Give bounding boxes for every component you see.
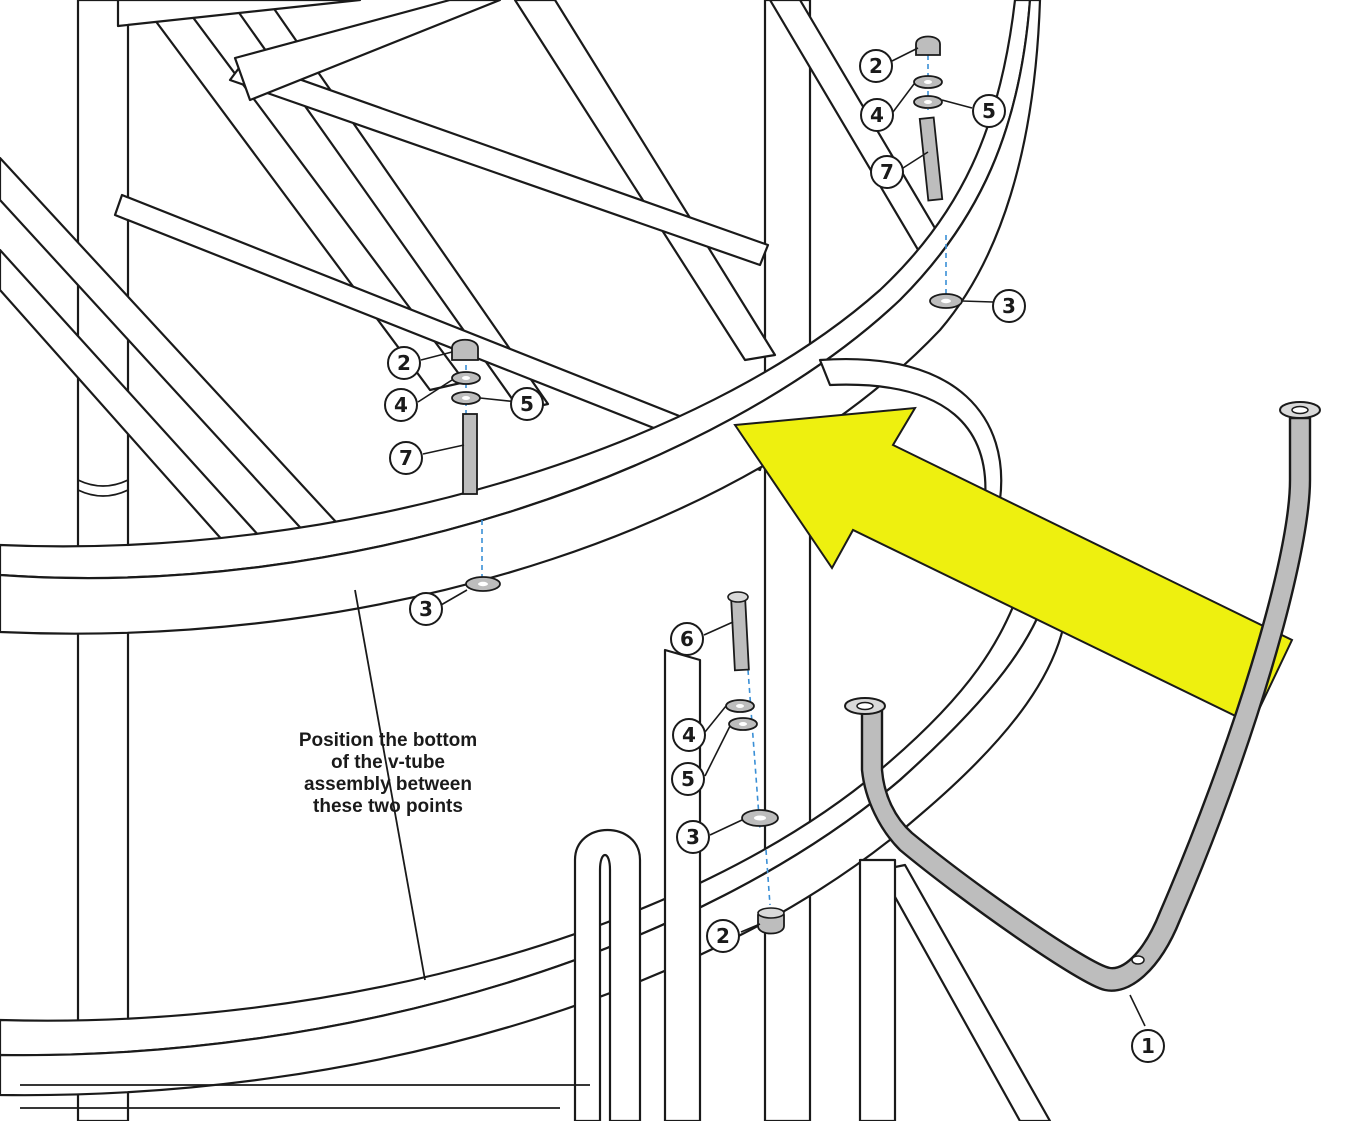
bolt-icon bbox=[918, 116, 944, 202]
svg-text:3: 3 bbox=[686, 825, 700, 849]
svg-text:1: 1 bbox=[1141, 1034, 1155, 1058]
callout-5-top: 5 bbox=[972, 94, 1006, 128]
instruction-line: these two points bbox=[313, 796, 463, 817]
cap-nut-icon bbox=[915, 35, 941, 56]
callout-4-low: 4 bbox=[672, 718, 706, 752]
callout-4-mid: 4 bbox=[384, 388, 418, 422]
hardware-low bbox=[725, 591, 785, 935]
washer-icon bbox=[465, 576, 501, 592]
svg-text:5: 5 bbox=[982, 99, 996, 123]
washer-icon bbox=[728, 717, 758, 731]
svg-text:4: 4 bbox=[870, 103, 884, 127]
callout-1-vtube: 1 bbox=[1131, 1029, 1165, 1063]
washer-icon bbox=[913, 95, 943, 109]
washer-icon bbox=[741, 809, 779, 827]
svg-text:7: 7 bbox=[399, 446, 413, 470]
svg-text:2: 2 bbox=[716, 924, 730, 948]
callout-2-top: 2 bbox=[859, 49, 893, 83]
svg-text:2: 2 bbox=[397, 351, 411, 375]
instruction-line: assembly between bbox=[304, 774, 472, 795]
cap-nut-icon bbox=[757, 907, 785, 935]
instruction-label: Position the bottom of the v-tube assemb… bbox=[258, 730, 518, 818]
svg-text:4: 4 bbox=[394, 393, 408, 417]
instruction-line: of the v-tube bbox=[331, 752, 445, 773]
callout-6-low: 6 bbox=[670, 622, 704, 656]
instruction-line: Position the bottom bbox=[298, 730, 478, 751]
callout-5-mid: 5 bbox=[510, 387, 544, 421]
arrow-pointing-upper-left-icon bbox=[733, 406, 1294, 726]
washer-icon bbox=[451, 371, 481, 385]
washer-icon bbox=[725, 699, 755, 713]
washer-icon bbox=[913, 75, 943, 89]
svg-text:3: 3 bbox=[419, 597, 433, 621]
bolt-icon bbox=[462, 413, 478, 495]
bolt-icon bbox=[727, 591, 750, 672]
svg-text:3: 3 bbox=[1002, 294, 1016, 318]
callout-2-mid: 2 bbox=[387, 346, 421, 380]
svg-text:5: 5 bbox=[681, 767, 695, 791]
callout-2-low: 2 bbox=[706, 919, 740, 953]
callout-3-low: 3 bbox=[676, 820, 710, 854]
hardware-top bbox=[913, 35, 963, 309]
v-tube-part bbox=[844, 401, 1321, 992]
svg-text:4: 4 bbox=[682, 723, 696, 747]
washer-icon bbox=[451, 391, 481, 405]
svg-text:7: 7 bbox=[880, 160, 894, 184]
callout-7-top: 7 bbox=[870, 155, 904, 189]
cap-nut-icon bbox=[451, 338, 479, 361]
callout-3-top: 3 bbox=[992, 289, 1026, 323]
hardware-middle bbox=[451, 338, 501, 592]
callout-5-low: 5 bbox=[671, 762, 705, 796]
svg-text:2: 2 bbox=[869, 54, 883, 78]
frame-structure bbox=[0, 0, 1067, 1121]
washer-icon bbox=[929, 293, 963, 309]
callout-3-mid: 3 bbox=[409, 592, 443, 626]
callout-7-mid: 7 bbox=[389, 441, 423, 475]
svg-text:5: 5 bbox=[520, 392, 534, 416]
svg-text:6: 6 bbox=[680, 627, 694, 651]
callout-4-top: 4 bbox=[860, 98, 894, 132]
